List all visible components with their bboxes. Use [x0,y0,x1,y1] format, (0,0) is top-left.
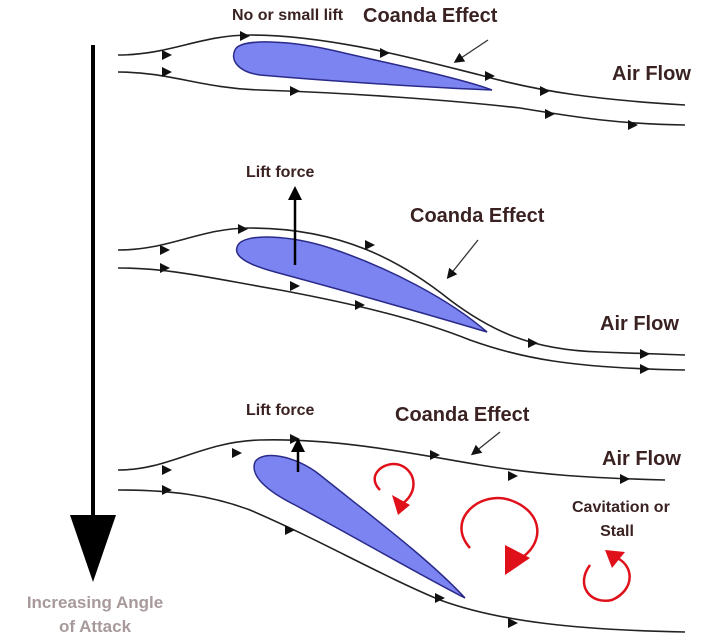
axis-label-line2: of Attack [59,617,132,636]
airflow-label: Air Flow [600,313,679,335]
vortex-icon [460,496,539,562]
airfoil [232,41,493,91]
streamline [117,439,666,481]
coanda-pointer [446,239,479,280]
axis-label-line1: Increasing Angle [27,593,163,612]
coanda-pointer [453,39,489,63]
lift-arrowhead [291,438,305,452]
lift-force-label: Lift force [246,164,315,181]
airfoil [253,454,466,599]
streamline [117,267,686,371]
vortex-icon [582,555,631,603]
airflow-label: Air Flow [602,448,681,470]
airflow-label: Air Flow [612,63,691,85]
streamline [117,227,686,356]
flow-arrowheads [162,31,638,130]
coanda-pointer [470,431,501,456]
coanda-label: Coanda Effect [410,205,545,227]
flow-arrowheads [162,434,630,628]
stall-vortices [373,462,631,603]
no-lift-label: No or small lift [232,7,344,24]
streamline [117,34,686,106]
airfoil [235,236,488,333]
vortex-icon [373,462,415,507]
panel-stall: Lift force Coanda Effect Air Flow Cavita… [117,402,686,633]
streamline [117,71,686,126]
panel-lift: Lift force Coanda Effect Air Flow [117,164,686,374]
stall-label-line2: Stall [600,523,634,540]
streamline [117,489,686,633]
lift-arrowhead [288,186,302,200]
panel-no-lift: No or small lift Coanda Effect Air Flow [117,5,691,130]
coanda-label: Coanda Effect [363,5,498,27]
lift-force-label: Lift force [246,402,315,419]
flow-arrowheads [160,224,650,374]
stall-label-line1: Cavitation or [572,499,670,516]
coanda-label: Coanda Effect [395,404,530,426]
increasing-angle-arrow [70,45,116,582]
